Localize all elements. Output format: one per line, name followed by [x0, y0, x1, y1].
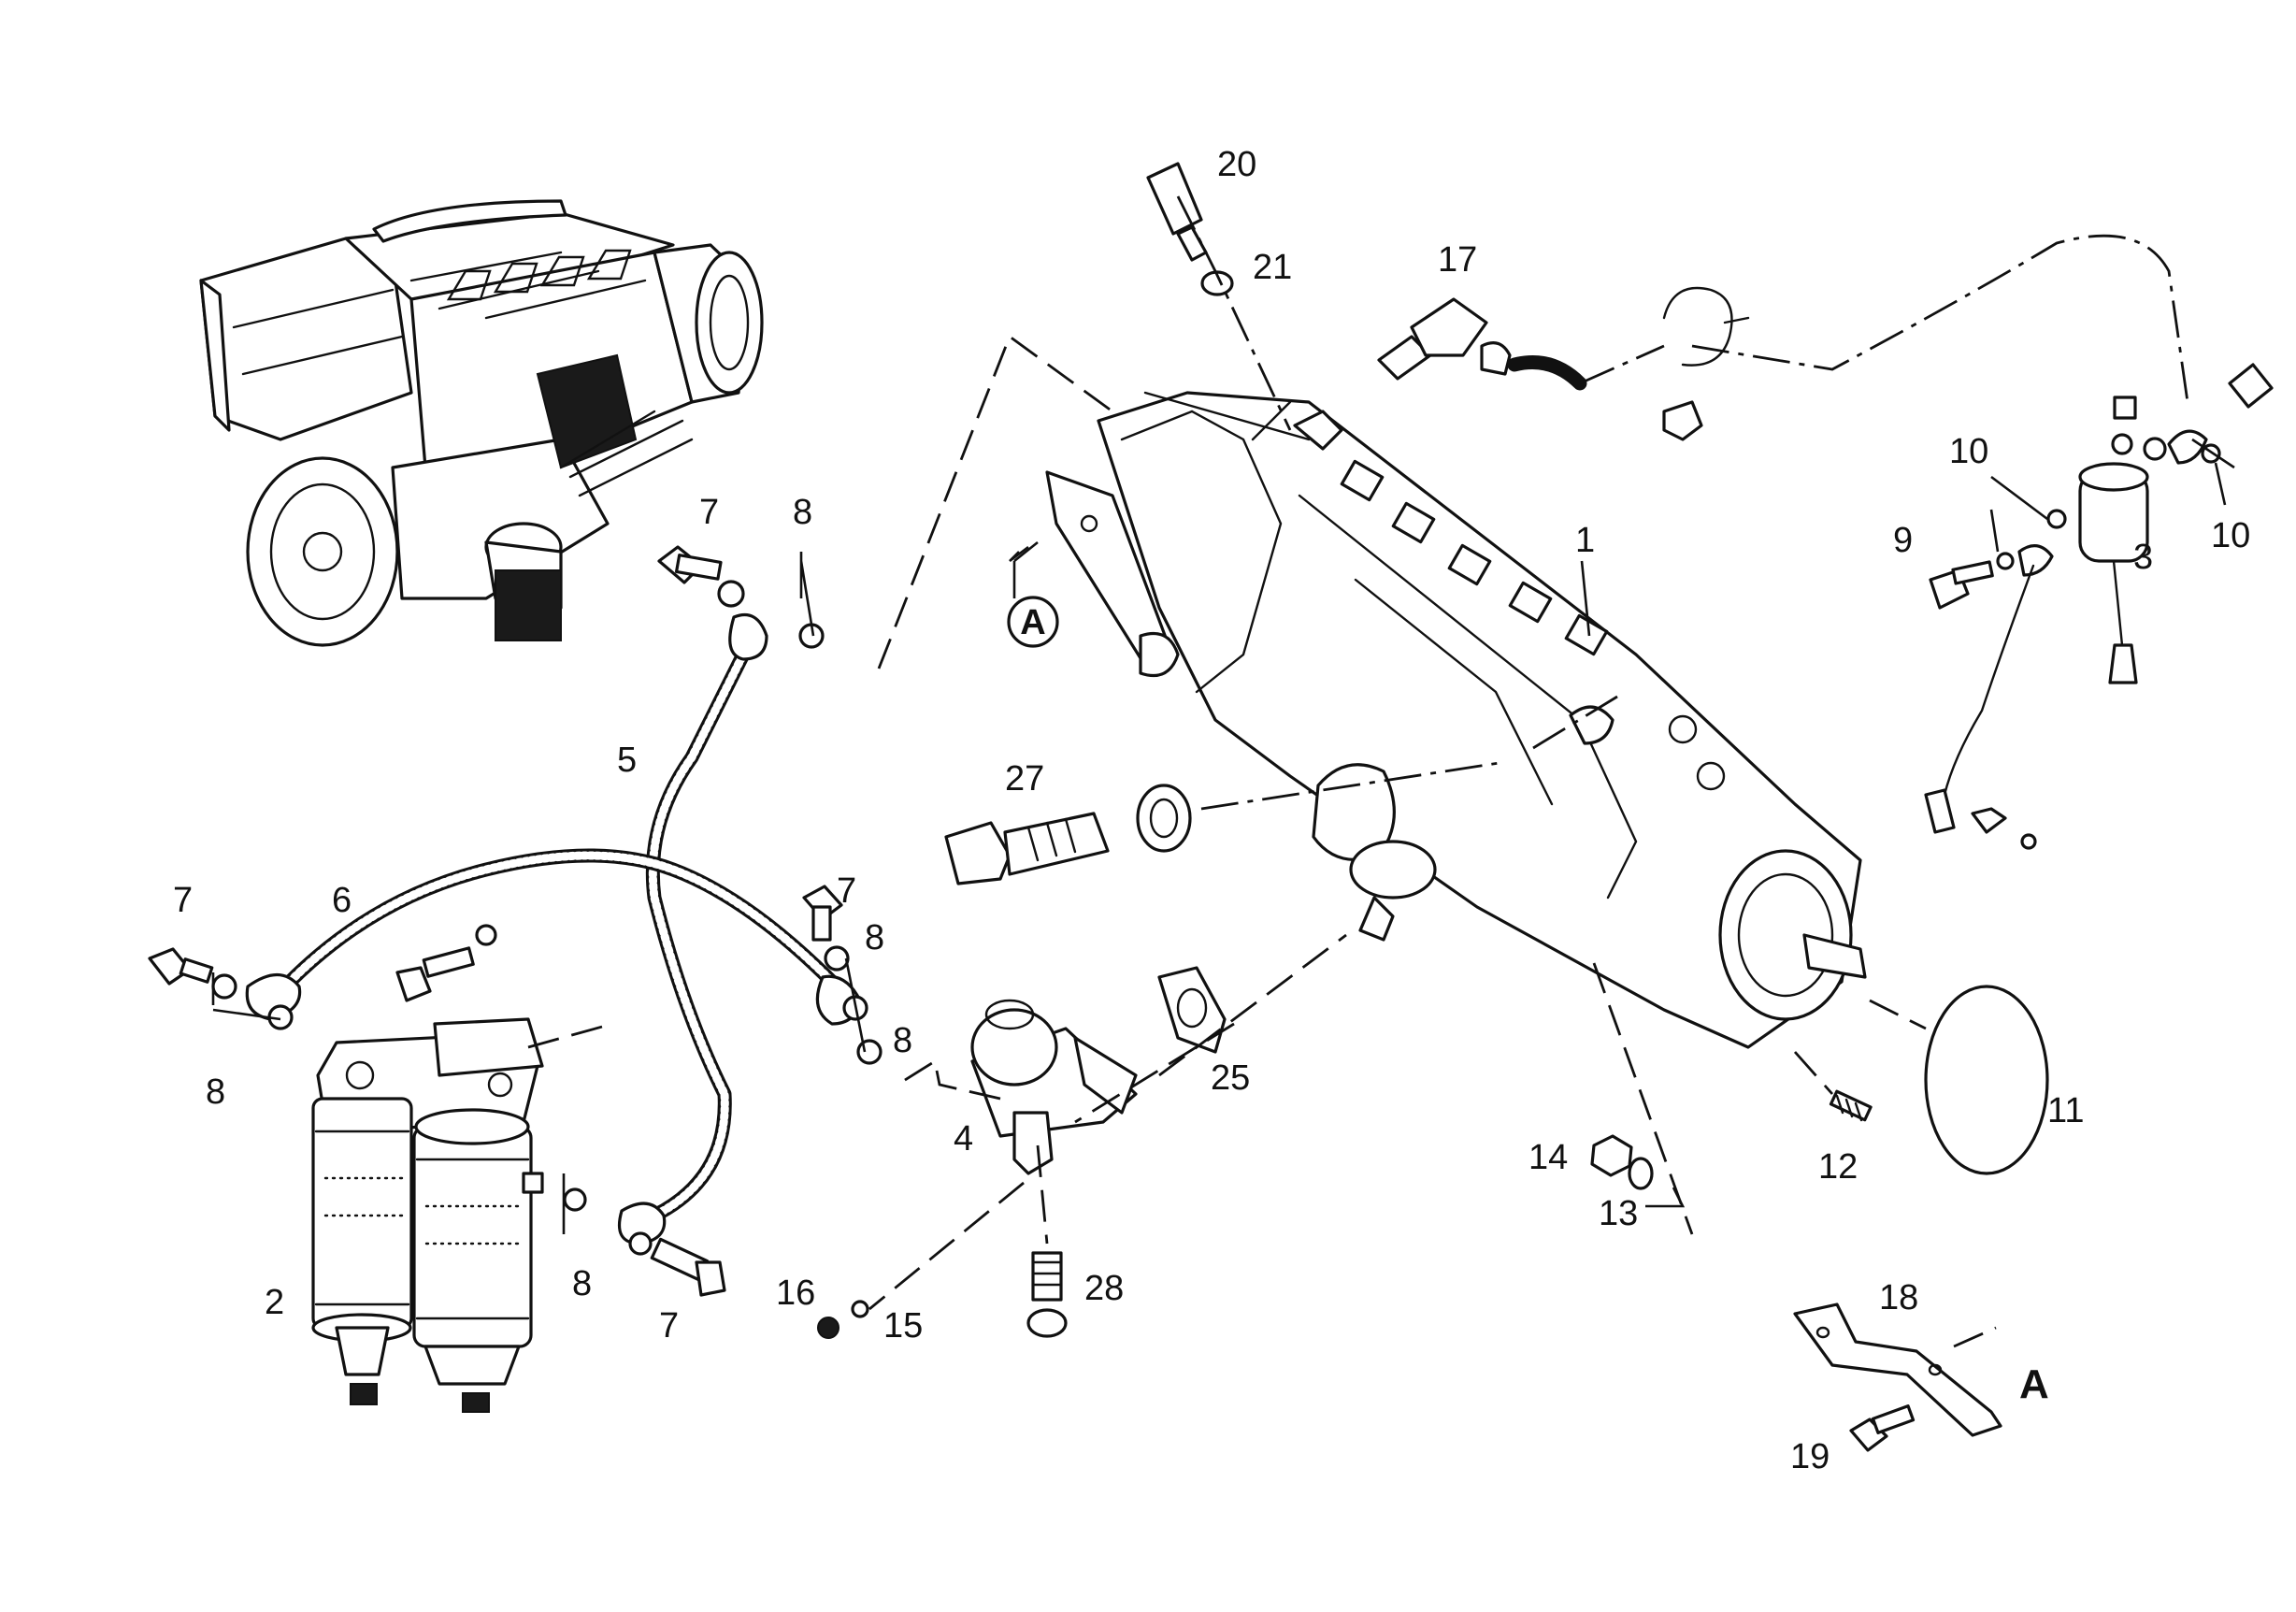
injection-pump	[1045, 391, 1867, 1049]
callout-16: 16	[776, 1274, 815, 1313]
callout-17: 17	[1438, 240, 1477, 280]
callout-8-left: 8	[206, 1072, 225, 1112]
view-marker-a-plain: A	[2019, 1361, 2049, 1407]
sensor-17	[1377, 234, 2189, 441]
callout-11: 11	[2047, 1091, 2084, 1130]
fuel-hose-5	[617, 612, 768, 1245]
callout-19: 19	[1790, 1437, 1830, 1476]
pipe-and-banjo-9	[1924, 509, 2067, 850]
callout-6: 6	[332, 881, 352, 920]
callout-9: 9	[1893, 521, 1913, 560]
stud-12	[1829, 1089, 1873, 1122]
callout-20: 20	[1217, 145, 1256, 184]
callout-25: 25	[1211, 1058, 1250, 1098]
callout-2: 2	[265, 1283, 284, 1322]
nut-14-washer-13	[1590, 1134, 1654, 1190]
callout-28: 28	[1084, 1269, 1124, 1308]
gasket-25	[1157, 966, 1227, 1054]
callout-12: 12	[1818, 1147, 1858, 1187]
callout-7-upper: 7	[699, 493, 719, 532]
assembly-dashed-lines	[527, 195, 1997, 1348]
seal-ring-11	[1924, 985, 2049, 1175]
callout-labels: 1 2 3 4 5 6 7 7 7 7 8 8 8 8 8 9 10 10 11…	[173, 145, 2250, 1476]
callout-5: 5	[617, 741, 637, 780]
callout-3: 3	[2133, 538, 2153, 577]
callout-1: 1	[1575, 521, 1595, 560]
callout-15: 15	[883, 1306, 923, 1346]
callout-8-bottom: 8	[572, 1264, 592, 1303]
banjo-bolt-27	[944, 784, 1192, 885]
callout-7-bottom: 7	[659, 1306, 679, 1346]
engine-overview-illustration	[199, 199, 764, 647]
view-marker-a-circle: A	[1007, 540, 1059, 648]
callout-7-right: 7	[837, 871, 856, 911]
callout-8-right-bottom: 8	[893, 1021, 912, 1060]
callout-13: 13	[1599, 1194, 1638, 1233]
callout-10-left: 10	[1949, 432, 1988, 471]
callout-14: 14	[1528, 1138, 1568, 1177]
callout-4: 4	[954, 1119, 973, 1159]
fuel-filter-assembly	[311, 1017, 544, 1413]
callout-18: 18	[1879, 1278, 1918, 1317]
view-marker-a-label: A	[1020, 603, 1045, 642]
stop-solenoid-3	[2078, 363, 2274, 684]
callout-8-right-top: 8	[865, 918, 884, 957]
callout-21: 21	[1253, 248, 1292, 287]
callout-8-upper: 8	[793, 493, 812, 532]
callout-leader-lines	[211, 438, 2235, 1234]
callout-10-right: 10	[2211, 516, 2250, 555]
callout-7-left: 7	[173, 881, 193, 920]
bracket-18	[1793, 1303, 2002, 1452]
callout-27: 27	[1005, 759, 1044, 799]
